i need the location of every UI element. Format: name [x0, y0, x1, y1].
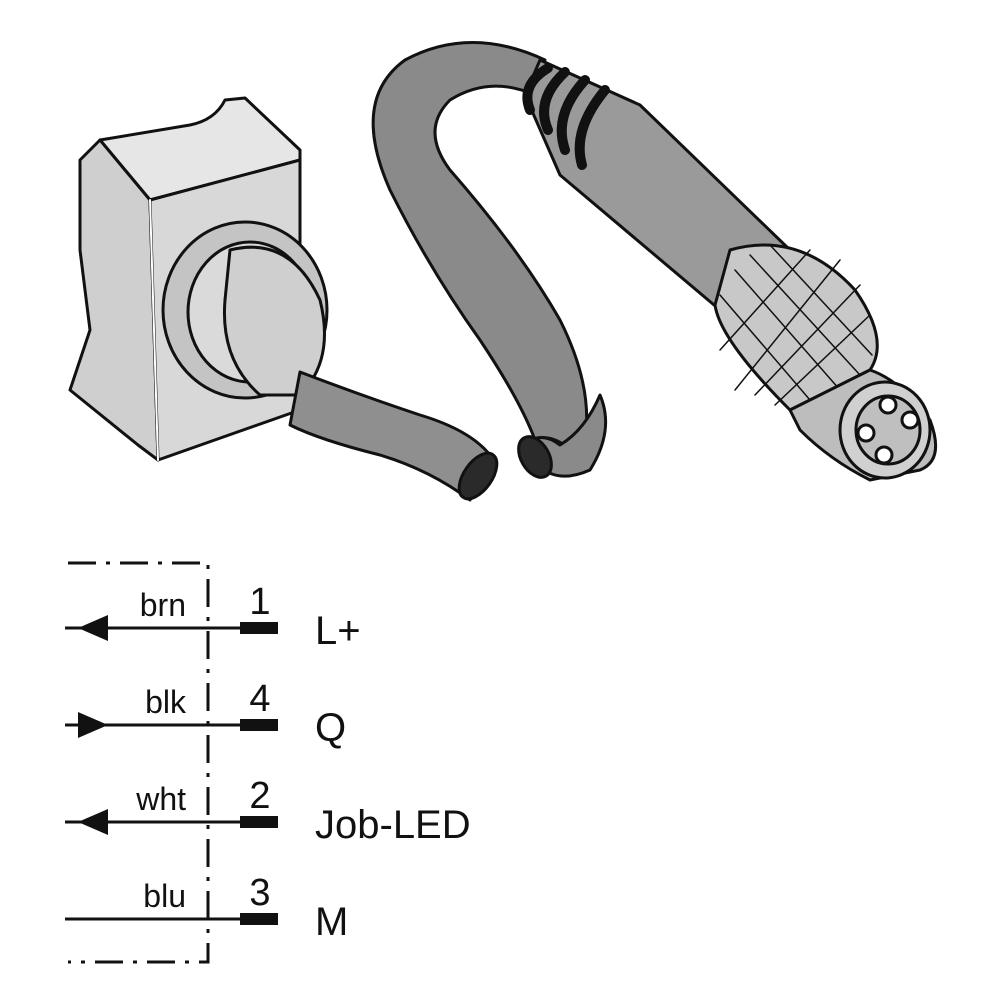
sensor-cable	[288, 370, 499, 502]
pin-number: 1	[249, 581, 270, 623]
housing-boundary	[68, 561, 210, 964]
looped-cable	[371, 41, 608, 479]
knurled-nut	[713, 243, 879, 412]
wire-color-label: blu	[143, 878, 186, 914]
arrow-left-icon	[78, 615, 108, 641]
wire-color-label: wht	[135, 781, 186, 817]
connector-face	[788, 368, 938, 482]
wire-color-label: blk	[145, 684, 187, 720]
wire-row-3: blu 3M	[65, 872, 348, 944]
pin-number: 4	[249, 678, 270, 720]
wire-color-label: brn	[140, 587, 186, 623]
arrow-right-icon	[78, 712, 108, 738]
pin-number: 3	[249, 872, 270, 914]
pin-terminal	[240, 913, 278, 925]
signal-label: M	[315, 900, 348, 944]
wire-row-1: brn 1L+	[65, 581, 361, 653]
sensor-illustration	[68, 41, 938, 502]
signal-label: Q	[315, 706, 346, 750]
wire-row-4: blk 4Q	[65, 678, 346, 750]
arrow-left-icon	[78, 809, 108, 835]
pin-terminal	[240, 816, 278, 828]
pin-number: 2	[249, 775, 270, 817]
signal-label: L+	[315, 609, 361, 653]
sensor-housing	[68, 96, 329, 462]
signal-label: Job-LED	[315, 803, 471, 847]
pin-terminal	[240, 719, 278, 731]
pin-terminal	[240, 622, 278, 634]
